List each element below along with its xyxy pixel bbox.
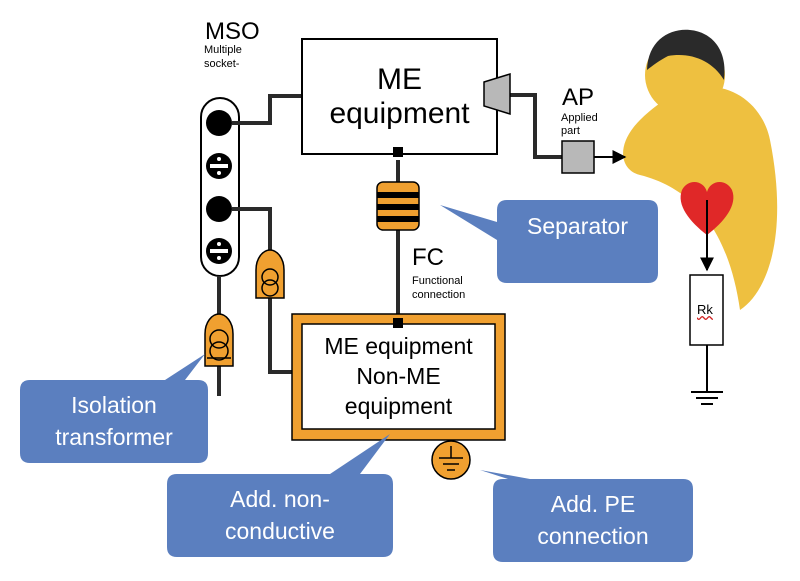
patient-figure bbox=[623, 29, 778, 310]
applied-part-box bbox=[561, 140, 595, 174]
callout-non-conductive bbox=[167, 434, 393, 557]
resistor-rk bbox=[689, 274, 724, 346]
resistor-label: Rk bbox=[697, 302, 713, 317]
fc-title: FC bbox=[412, 244, 444, 271]
me-equipment-title-line2: equipment bbox=[329, 97, 470, 130]
multiple-socket-outlet bbox=[200, 97, 240, 277]
isolation-transformer-icon bbox=[204, 313, 234, 367]
output-connector bbox=[483, 72, 511, 116]
non-conductive-callout-line1: Add. non- bbox=[230, 486, 330, 512]
transformer-icon-plug bbox=[255, 249, 285, 299]
callout-pe-connection bbox=[480, 470, 693, 562]
lower-equipment-line3: equipment bbox=[344, 393, 453, 419]
mso-subtitle-line1: Multiple bbox=[204, 44, 242, 56]
isolation-callout-line2: transformer bbox=[55, 424, 173, 450]
applied-part-subtitle-line2: part bbox=[561, 125, 580, 137]
callout-isolation bbox=[20, 354, 208, 463]
fc-connector-top bbox=[393, 147, 403, 157]
applied-part-subtitle-line1: Applied bbox=[561, 112, 598, 124]
separator-icon bbox=[376, 181, 420, 231]
me-equipment-box bbox=[301, 38, 498, 155]
applied-part-title: AP bbox=[562, 84, 595, 111]
fc-connector-bottom bbox=[393, 318, 403, 328]
socket-plugged-1 bbox=[206, 110, 232, 136]
me-equipment-title-line1: ME bbox=[377, 63, 422, 96]
callout-separator bbox=[440, 200, 658, 283]
lower-equipment-line1: ME equipment bbox=[324, 333, 473, 359]
pe-callout-line1: Add. PE bbox=[550, 491, 636, 517]
mso-subtitle-line2: socket- bbox=[204, 58, 240, 70]
socket-plugged-2 bbox=[206, 196, 232, 222]
non-conductive-callout-line2: conductive bbox=[225, 518, 335, 544]
earth-ground-icon bbox=[691, 391, 723, 405]
pe-ground-icon bbox=[431, 440, 471, 480]
isolation-callout-line1: Isolation bbox=[71, 392, 157, 418]
fc-subtitle-line1: Functional bbox=[412, 275, 463, 287]
lower-equipment-line2: Non-ME bbox=[356, 363, 441, 389]
fc-subtitle-line2: connection bbox=[412, 289, 466, 301]
wiring bbox=[217, 93, 562, 396]
mso-title: MSO bbox=[205, 18, 260, 45]
separator-callout-text: Separator bbox=[526, 213, 628, 239]
pe-callout-line2: connection bbox=[537, 523, 649, 549]
patient-hair bbox=[647, 29, 725, 80]
